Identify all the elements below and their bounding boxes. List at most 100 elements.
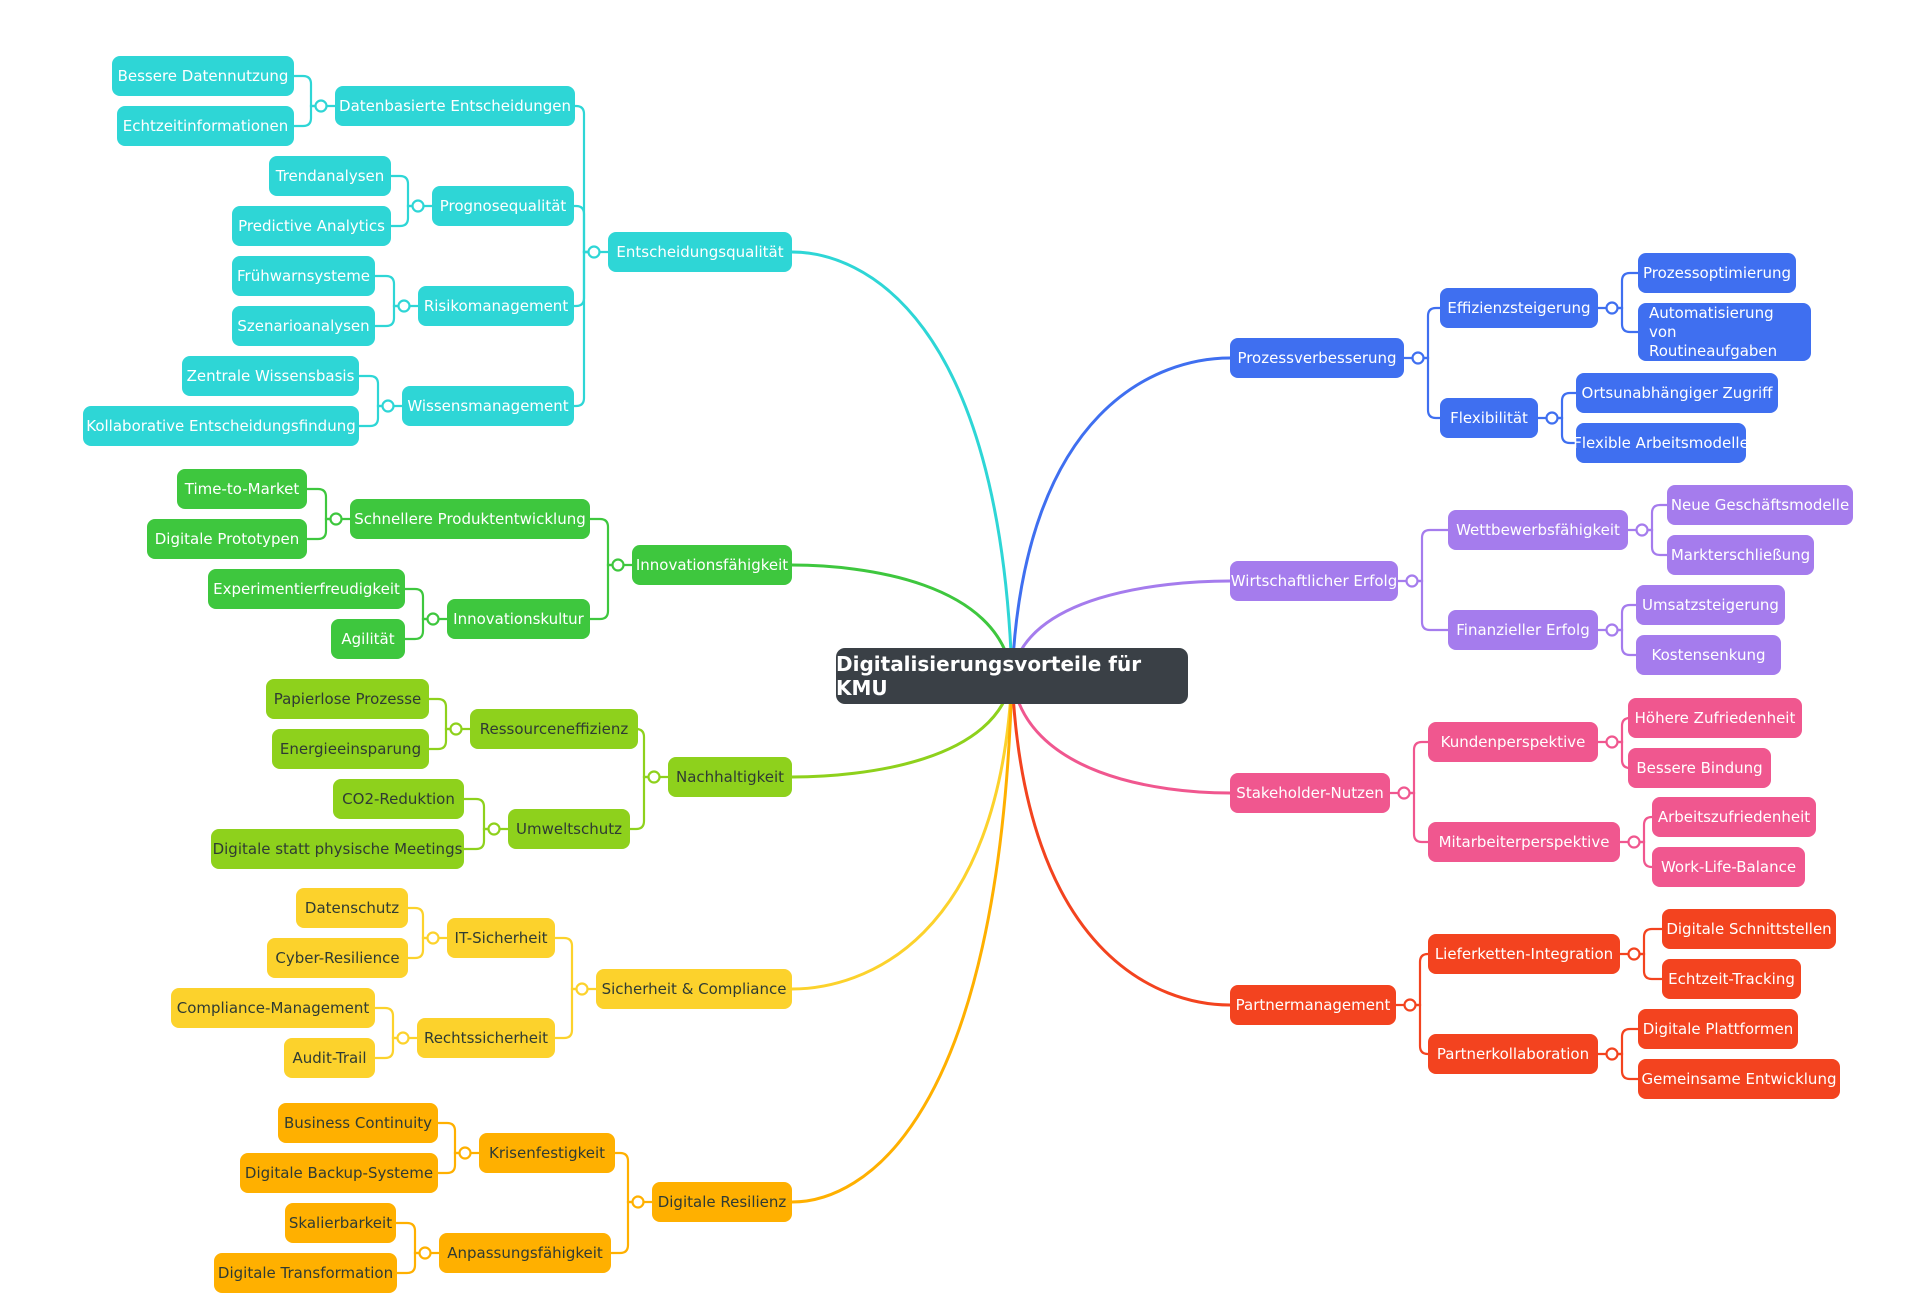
- leaf-node[interactable]: Markterschließung: [1667, 535, 1814, 575]
- leaf-node[interactable]: Energieeinsparung: [272, 729, 429, 769]
- branch-node[interactable]: Stakeholder-Nutzen: [1230, 773, 1390, 813]
- subtopic-junction-dot: [418, 1246, 432, 1260]
- subtopic-node[interactable]: Finanzieller Erfolg: [1448, 610, 1598, 650]
- subtopic-node[interactable]: Lieferketten-Integration: [1428, 934, 1620, 974]
- leaf-node[interactable]: Audit-Trail: [284, 1038, 375, 1078]
- leaf-node[interactable]: Cyber-Resilience: [267, 938, 408, 978]
- leaf-node[interactable]: Zentrale Wissensbasis: [182, 356, 359, 396]
- branch-junction-dot: [1397, 786, 1411, 800]
- leaf-node[interactable]: Flexible Arbeitsmodelle: [1573, 423, 1749, 463]
- branch-node[interactable]: Partnermanagement: [1230, 985, 1396, 1025]
- leaf-link-4-1-1: [395, 1251, 427, 1275]
- subtopic-node[interactable]: IT-Sicherheit: [447, 918, 555, 958]
- leaf-node[interactable]: Digitale Schnittstellen: [1662, 909, 1836, 949]
- leaf-link-0-0-0: [292, 74, 323, 108]
- branch-link-7: [1010, 674, 1232, 795]
- leaf-node[interactable]: Szenarioanalysen: [232, 306, 375, 346]
- leaf-node[interactable]: Skalierbarkeit: [285, 1203, 396, 1243]
- root-node[interactable]: Digitalisierungsvorteile für KMU: [836, 648, 1188, 704]
- child-link-1-0: [588, 517, 620, 567]
- leaf-node[interactable]: Digitale Plattformen: [1638, 1009, 1798, 1049]
- leaf-node[interactable]: Kostensenkung: [1636, 635, 1781, 675]
- child-link-6-1: [1410, 579, 1450, 632]
- leaf-node[interactable]: Digitale statt physische Meetings: [211, 829, 464, 869]
- subtopic-node[interactable]: Wissensmanagement: [402, 386, 574, 426]
- child-link-8-0: [1408, 952, 1430, 1007]
- subtopic-node[interactable]: Anpassungsfähigkeit: [439, 1233, 611, 1273]
- leaf-node[interactable]: Papierlose Prozesse: [266, 679, 429, 719]
- leaf-node[interactable]: Agilität: [331, 619, 405, 659]
- leaf-node[interactable]: Business Continuity: [278, 1103, 438, 1143]
- leaf-node[interactable]: Time-to-Market: [177, 469, 307, 509]
- subtopic-node[interactable]: Kundenperspektive: [1428, 722, 1598, 762]
- branch-junction-dot: [575, 982, 589, 996]
- leaf-node[interactable]: Compliance-Management: [171, 988, 375, 1028]
- branch-node[interactable]: Nachhaltigkeit: [668, 757, 792, 797]
- child-link-2-0: [635, 727, 656, 779]
- subtopic-junction-dot: [1635, 523, 1649, 537]
- subtopic-node[interactable]: Innovationskultur: [447, 599, 590, 639]
- leaf-node[interactable]: Experimentierfreudigkeit: [208, 569, 405, 609]
- subtopic-node[interactable]: Rechtssicherheit: [417, 1018, 555, 1058]
- subtopic-node[interactable]: Umweltschutz: [508, 809, 630, 849]
- leaf-node[interactable]: Echtzeitinformationen: [117, 106, 294, 146]
- leaf-link-2-1-0: [462, 797, 496, 831]
- leaf-node[interactable]: Datenschutz: [296, 888, 408, 928]
- branch-node[interactable]: Wirtschaftlicher Erfolg: [1230, 561, 1398, 601]
- branch-node[interactable]: Sicherheit & Compliance: [596, 969, 792, 1009]
- subtopic-junction-dot: [458, 1146, 472, 1160]
- leaf-link-4-0-0: [436, 1121, 467, 1155]
- branch-link-2: [790, 674, 1014, 779]
- leaf-node[interactable]: Ortsunabhängiger Zugriff: [1576, 373, 1778, 413]
- leaf-link-0-1-0: [389, 174, 420, 208]
- leaf-node[interactable]: Echtzeit-Tracking: [1662, 959, 1801, 999]
- subtopic-node[interactable]: Wettbewerbsfähigkeit: [1448, 510, 1628, 550]
- subtopic-node[interactable]: Ressourceneffizienz: [470, 709, 638, 749]
- subtopic-node[interactable]: Krisenfestigkeit: [479, 1133, 615, 1173]
- subtopic-junction-dot: [396, 1031, 410, 1045]
- leaf-node[interactable]: Digitale Transformation: [214, 1253, 397, 1293]
- leaf-link-0-3-0: [357, 374, 390, 408]
- leaf-node[interactable]: Digitale Backup-Systeme: [240, 1153, 438, 1193]
- leaf-node[interactable]: Trendanalysen: [269, 156, 391, 196]
- leaf-node[interactable]: Frühwarnsysteme: [232, 256, 375, 296]
- subtopic-node[interactable]: Risikomanagement: [418, 286, 574, 326]
- subtopic-node[interactable]: Schnellere Produktentwicklung: [350, 499, 590, 539]
- subtopic-junction-dot: [329, 512, 343, 526]
- subtopic-node[interactable]: Flexibilität: [1440, 398, 1538, 438]
- subtopic-node[interactable]: Prognosequalität: [432, 186, 574, 226]
- child-link-2-1: [628, 775, 656, 831]
- subtopic-junction-dot: [314, 99, 328, 113]
- leaf-node[interactable]: Predictive Analytics: [232, 206, 391, 246]
- subtopic-junction-dot: [487, 822, 501, 836]
- subtopic-junction-dot: [449, 722, 463, 736]
- subtopic-junction-dot: [1545, 411, 1559, 425]
- branch-node[interactable]: Innovationsfähigkeit: [632, 545, 792, 585]
- leaf-node[interactable]: Bessere Datennutzung: [112, 56, 294, 96]
- branch-node[interactable]: Prozessverbesserung: [1230, 338, 1404, 378]
- branch-junction-dot: [631, 1195, 645, 1209]
- subtopic-node[interactable]: Datenbasierte Entscheidungen: [335, 86, 575, 126]
- leaf-link-1-1-1: [403, 617, 435, 641]
- leaf-node[interactable]: Neue Geschäftsmodelle: [1667, 485, 1853, 525]
- leaf-node[interactable]: Digitale Prototypen: [147, 519, 307, 559]
- branch-node[interactable]: Entscheidungsqualität: [608, 232, 792, 272]
- leaf-link-0-3-1: [357, 404, 390, 428]
- leaf-node[interactable]: Prozessoptimierung: [1638, 253, 1796, 293]
- subtopic-junction-dot: [426, 931, 440, 945]
- subtopic-node[interactable]: Effizienzsteigerung: [1440, 288, 1598, 328]
- leaf-node[interactable]: Umsatzsteigerung: [1636, 585, 1785, 625]
- leaf-node[interactable]: Kollaborative Entscheidungsfindung: [83, 406, 359, 446]
- leaf-node[interactable]: Arbeitszufriedenheit: [1652, 797, 1816, 837]
- leaf-node[interactable]: Work-Life-Balance: [1652, 847, 1805, 887]
- leaf-node[interactable]: Bessere Bindung: [1628, 748, 1771, 788]
- subtopic-node[interactable]: Mitarbeiterperspektive: [1428, 822, 1620, 862]
- leaf-node[interactable]: Automatisierung von Routineaufgaben: [1638, 303, 1811, 361]
- leaf-node[interactable]: CO2-Reduktion: [333, 779, 464, 819]
- leaf-node[interactable]: Höhere Zufriedenheit: [1628, 698, 1802, 738]
- leaf-node[interactable]: Gemeinsame Entwicklung: [1638, 1059, 1840, 1099]
- subtopic-node[interactable]: Partnerkollaboration: [1428, 1034, 1598, 1074]
- branch-node[interactable]: Digitale Resilienz: [652, 1182, 792, 1222]
